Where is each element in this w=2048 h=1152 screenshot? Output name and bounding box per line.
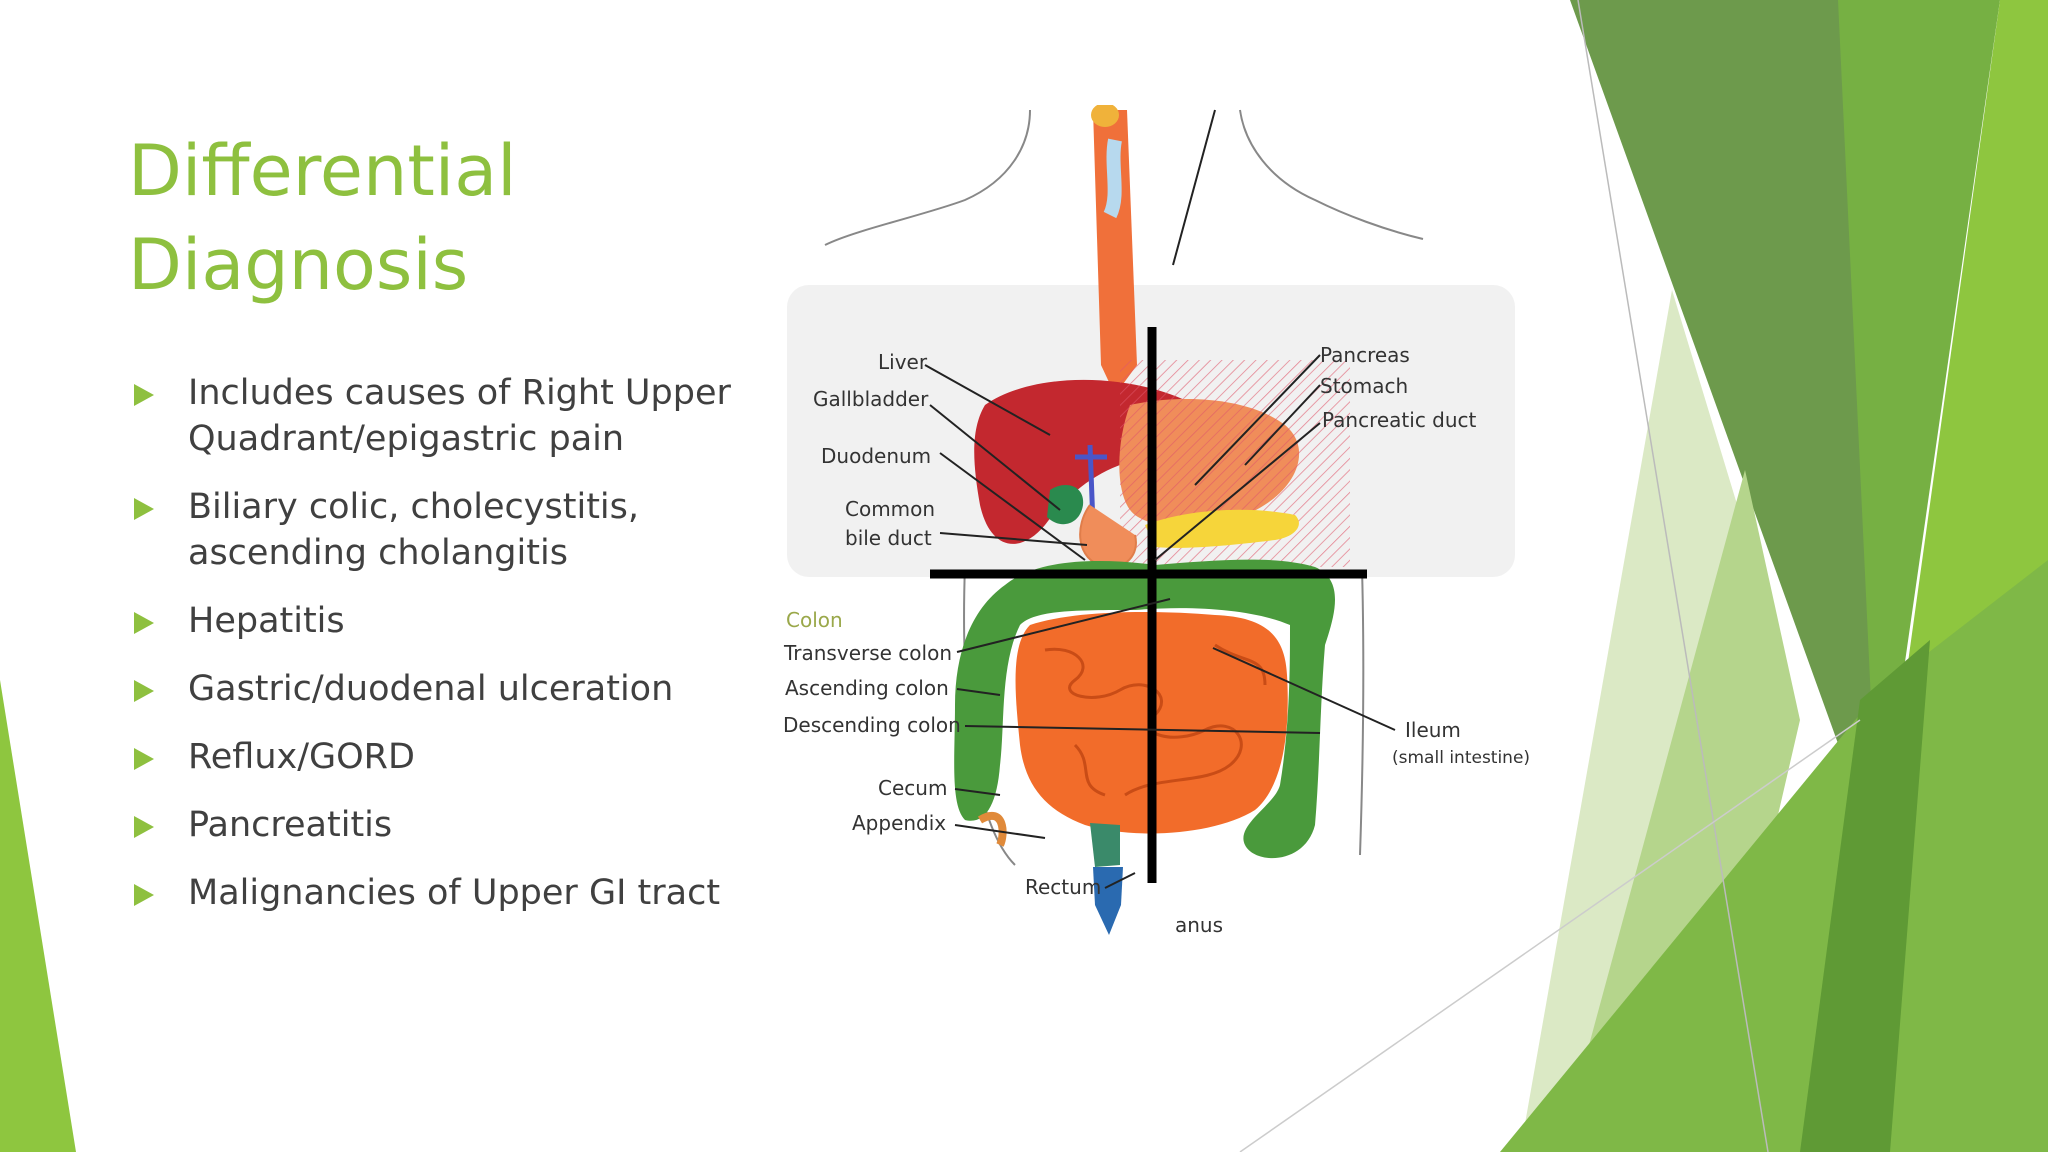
slide-title-line-1: Differential bbox=[128, 130, 517, 212]
deco-light-green-wedge bbox=[1560, 470, 1800, 1152]
label-pancreas: Pancreas bbox=[1320, 343, 1410, 367]
label-common-bile-duct-line1: Common bbox=[845, 497, 935, 521]
label-transverse-colon: Transverse colon bbox=[783, 641, 952, 665]
deco-mid-green-band bbox=[1838, 0, 2000, 850]
bullet-arrow-icon bbox=[134, 816, 154, 838]
bullet-arrow-icon bbox=[134, 680, 154, 702]
label-anus: anus bbox=[1175, 913, 1223, 937]
label-gallbladder: Gallbladder bbox=[813, 387, 929, 411]
deco-pale-green-wedge bbox=[1520, 290, 1760, 1152]
bullet-item: Biliary colic, cholecystitis,ascending c… bbox=[132, 484, 752, 576]
bullet-arrow-icon bbox=[134, 612, 154, 634]
bullet-item: Pancreatitis bbox=[132, 802, 752, 848]
bullet-item: Malignancies of Upper GI tract bbox=[132, 870, 752, 916]
esophagus bbox=[1093, 110, 1137, 395]
deco-green-left-sliver bbox=[0, 680, 76, 1152]
deco-green-accent bbox=[1800, 640, 1930, 1152]
bullet-item: Hepatitis bbox=[132, 598, 752, 644]
bullet-arrow-icon bbox=[134, 884, 154, 906]
deco-dark-green-band bbox=[1570, 0, 1880, 860]
body-outline bbox=[824, 109, 1031, 246]
label-ileum: Ileum bbox=[1405, 718, 1461, 742]
label-duodenum: Duodenum bbox=[821, 444, 931, 468]
label-descending-colon: Descending colon bbox=[783, 713, 961, 737]
anus bbox=[1093, 867, 1123, 935]
body-outline bbox=[1239, 109, 1424, 240]
label-rectum: Rectum bbox=[1025, 875, 1101, 899]
bullet-arrow-icon bbox=[134, 748, 154, 770]
colon bbox=[954, 559, 1335, 859]
slide-title-line-2: Diagnosis bbox=[128, 224, 469, 306]
label-liver: Liver bbox=[878, 350, 928, 374]
rectum bbox=[1090, 823, 1120, 867]
gallbladder bbox=[1047, 485, 1084, 525]
slide-title: Differential Diagnosis bbox=[128, 124, 728, 312]
bullet-item: Reflux/GORD bbox=[132, 734, 752, 780]
label-stomach: Stomach bbox=[1320, 374, 1408, 398]
label-small-intestine: (small intestine) bbox=[1392, 748, 1530, 768]
bullet-arrow-icon bbox=[134, 384, 154, 406]
label-cecum: Cecum bbox=[878, 776, 947, 800]
digestive-system-diagram: Liver Gallbladder Duodenum Common bile d… bbox=[783, 105, 1530, 937]
label-colon: Colon bbox=[786, 608, 843, 632]
label-pancreatic-duct: Pancreatic duct bbox=[1322, 408, 1477, 432]
bullet-arrow-icon bbox=[134, 498, 154, 520]
pancreas bbox=[1145, 509, 1299, 548]
label-common-bile-duct-line2: bile duct bbox=[845, 526, 932, 550]
label-ascending-colon: Ascending colon bbox=[785, 676, 949, 700]
label-appendix: Appendix bbox=[852, 811, 946, 835]
bullet-item: Gastric/duodenal ulceration bbox=[132, 666, 752, 712]
